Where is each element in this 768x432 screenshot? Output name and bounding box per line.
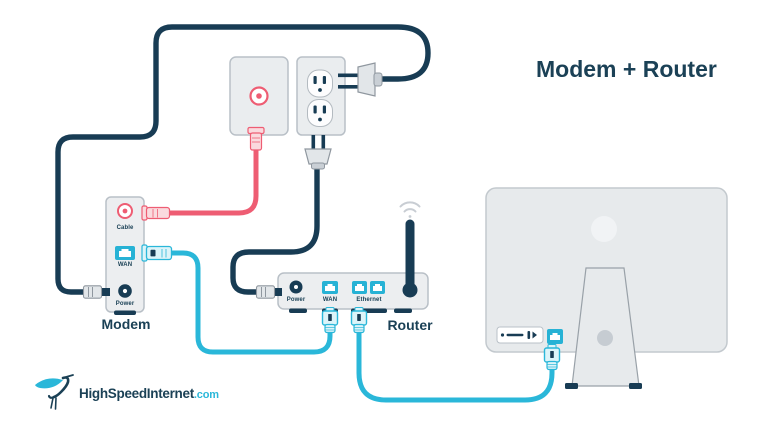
modem-cable-port-label: Cable [116,224,134,231]
ethernet-connector-modem-wan [141,244,173,262]
router-ethernet-port-2 [370,281,385,294]
coax-wall-plate [229,56,289,136]
modem-power-port [118,284,132,298]
ethernet-jack-icon [355,284,364,291]
strip-bar-icon [527,331,531,339]
strip-arrow-icon [532,331,537,339]
wifi-signal-icon [399,201,421,218]
highspeedinternet-logo: HighSpeedInternet.com [30,372,219,412]
modem-wan-port-label: WAN [117,262,133,268]
modem-wan-port [115,246,135,260]
ethernet-connector-computer [543,344,561,371]
router-power-cord [230,165,320,295]
computer-monitor [485,187,728,389]
outlet-receptacle-top [307,69,333,98]
power-outlet [296,56,346,136]
monitor-foot-right [629,383,642,389]
power-plug-bottom [304,135,332,170]
modem-power-port-label: Power [115,300,135,307]
router-power-port [289,280,303,294]
ethernet-jack-icon [325,284,335,291]
ethernet-jack-icon [119,249,131,257]
monitor-stand-hole [597,330,613,346]
router-ethernet-port-1 [352,281,367,294]
router-wan-port [322,281,338,294]
router-foot [394,308,412,313]
router-antenna [402,219,418,298]
router-foot [289,308,307,313]
modem-cable-port [117,203,133,219]
outlet-receptacle-bottom [307,99,333,127]
router-wan-port-label: WAN [322,296,338,303]
coax-cable [168,149,259,216]
ethernet-cable-router-computer [356,330,555,403]
power-plug-top [338,62,383,97]
ethernet-jack-icon [373,284,382,291]
ethernet-connector-router-wan [321,307,339,334]
modem-name-label: Modem [101,316,151,332]
coax-connector-wall [247,126,265,151]
router-power-connector [255,285,282,299]
router-name-label: Router [387,316,433,333]
monitor-logo-circle [591,216,617,242]
logo-text: HighSpeedInternet.com [79,385,219,403]
strip-line-icon [506,333,524,337]
ethernet-cable-modem-router [170,250,333,355]
monitor-ethernet-port [547,329,563,344]
page-title: Modem + Router [536,56,717,82]
ethernet-jack-icon [550,333,560,340]
router-ethernet-port-label: Ethernet [356,296,382,303]
coax-connector-modem [141,205,171,221]
router-device [277,201,429,313]
modem-device [105,196,145,315]
modem-power-connector [82,285,110,299]
monitor-port-strip [496,326,544,344]
modem-power-cord [55,24,431,295]
monitor-foot-left [565,383,578,389]
ethernet-connector-router-eth [350,307,368,334]
logo-tld: .com [193,389,219,401]
heron-bird-icon [35,374,74,410]
modem-foot [114,310,136,315]
cables [55,24,555,403]
router-power-port-label: Power [286,296,306,303]
logo-brand: HighSpeedInternet [79,386,194,401]
strip-dot-icon [500,333,505,337]
